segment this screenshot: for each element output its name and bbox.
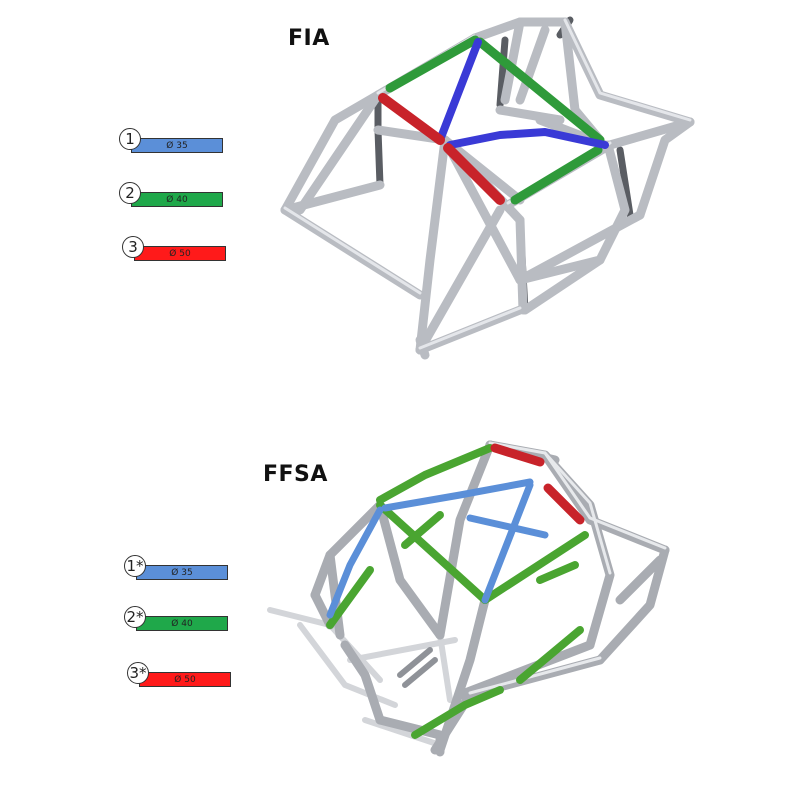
ffsa-title: FFSA [263, 462, 328, 487]
fia-legend-number-3: 3 [122, 236, 144, 258]
fia-legend-bar-1: Ø 35 [131, 138, 223, 153]
fia-title: FIA [288, 26, 330, 51]
ffsa-legend-bar-2: Ø 40 [136, 616, 228, 631]
ffsa-roll-cage-illustration [267, 440, 670, 757]
ffsa-legend-number-1: 1* [124, 555, 146, 577]
fia-roll-cage-illustration [280, 16, 695, 360]
fia-legend-number-1: 1 [119, 128, 141, 150]
fia-legend-bar-3: Ø 50 [134, 246, 226, 261]
ffsa-legend-item-2: 2* Ø 40 [124, 606, 244, 632]
ffsa-legend-item-3: 3* Ø 50 [127, 662, 247, 688]
ffsa-legend-number-2: 2* [124, 606, 146, 628]
fia-legend-number-2: 2 [119, 182, 141, 204]
ffsa-legend-item-1: 1* Ø 35 [124, 555, 244, 581]
ffsa-legend-number-3: 3* [127, 662, 149, 684]
fia-legend-item-2: 2 Ø 40 [119, 182, 239, 208]
fia-legend-item-1: 1 Ø 35 [119, 128, 239, 154]
fia-legend-item-3: 3 Ø 50 [122, 236, 242, 262]
